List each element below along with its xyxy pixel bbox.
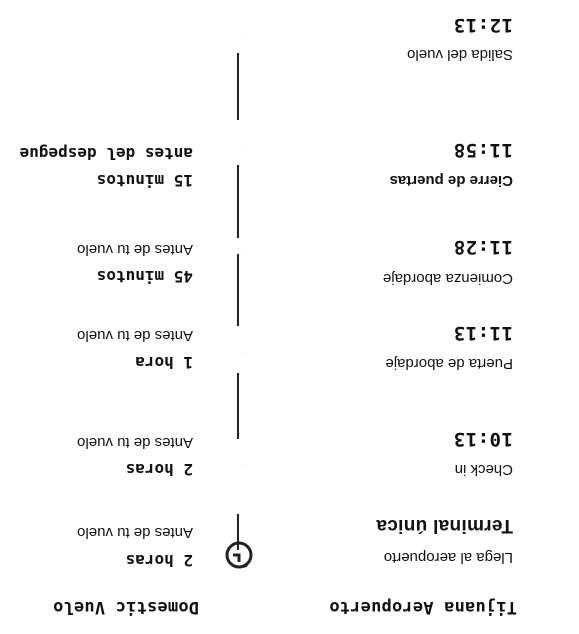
timeline-connector (237, 373, 239, 439)
step-label: Llega al aeropuerto (383, 549, 513, 566)
step-label: Check in (454, 461, 513, 478)
timeline-connector (237, 53, 239, 120)
step-duration: 2 horas (125, 460, 193, 479)
clock-icon (222, 538, 256, 572)
step-time: 11:13 (453, 322, 513, 344)
step-duration: 1 hora (135, 353, 193, 372)
step-subtext: Antes de tu vuelo (77, 327, 193, 344)
step-time: Terminal única (376, 515, 513, 536)
moon-icon (222, 328, 256, 362)
moon-icon (222, 14, 256, 48)
step-duration: 2 horas (125, 551, 193, 570)
step-time: 11:28 (453, 236, 513, 258)
step-subtext: antes del despegue (19, 144, 193, 163)
step-label: Cierre de puertas (389, 172, 513, 189)
moon-icon (222, 121, 256, 155)
flight-title: Domestic Vuelo (52, 597, 199, 617)
step-duration: 45 minutos (96, 267, 193, 286)
airport-title: Tijuana Aeropuerto (329, 597, 517, 617)
step-time: 11:58 (453, 139, 513, 161)
moon-icon (222, 440, 256, 474)
step-label: Salida del vuelo (407, 46, 513, 63)
step-subtext: Antes de tu vuelo (77, 241, 193, 258)
step-time: 10:13 (453, 428, 513, 450)
step-subtext: Antes de tu vuelo (77, 524, 193, 541)
step-label: Comienza abordaje (382, 270, 513, 287)
moon-icon (222, 227, 256, 261)
step-time: 12:13 (453, 14, 513, 36)
step-duration: 15 minutos (96, 171, 193, 190)
step-label: Puerta de abordaje (385, 355, 513, 372)
timeline-connector (237, 254, 239, 326)
step-subtext: Antes de tu vuelo (77, 434, 193, 451)
